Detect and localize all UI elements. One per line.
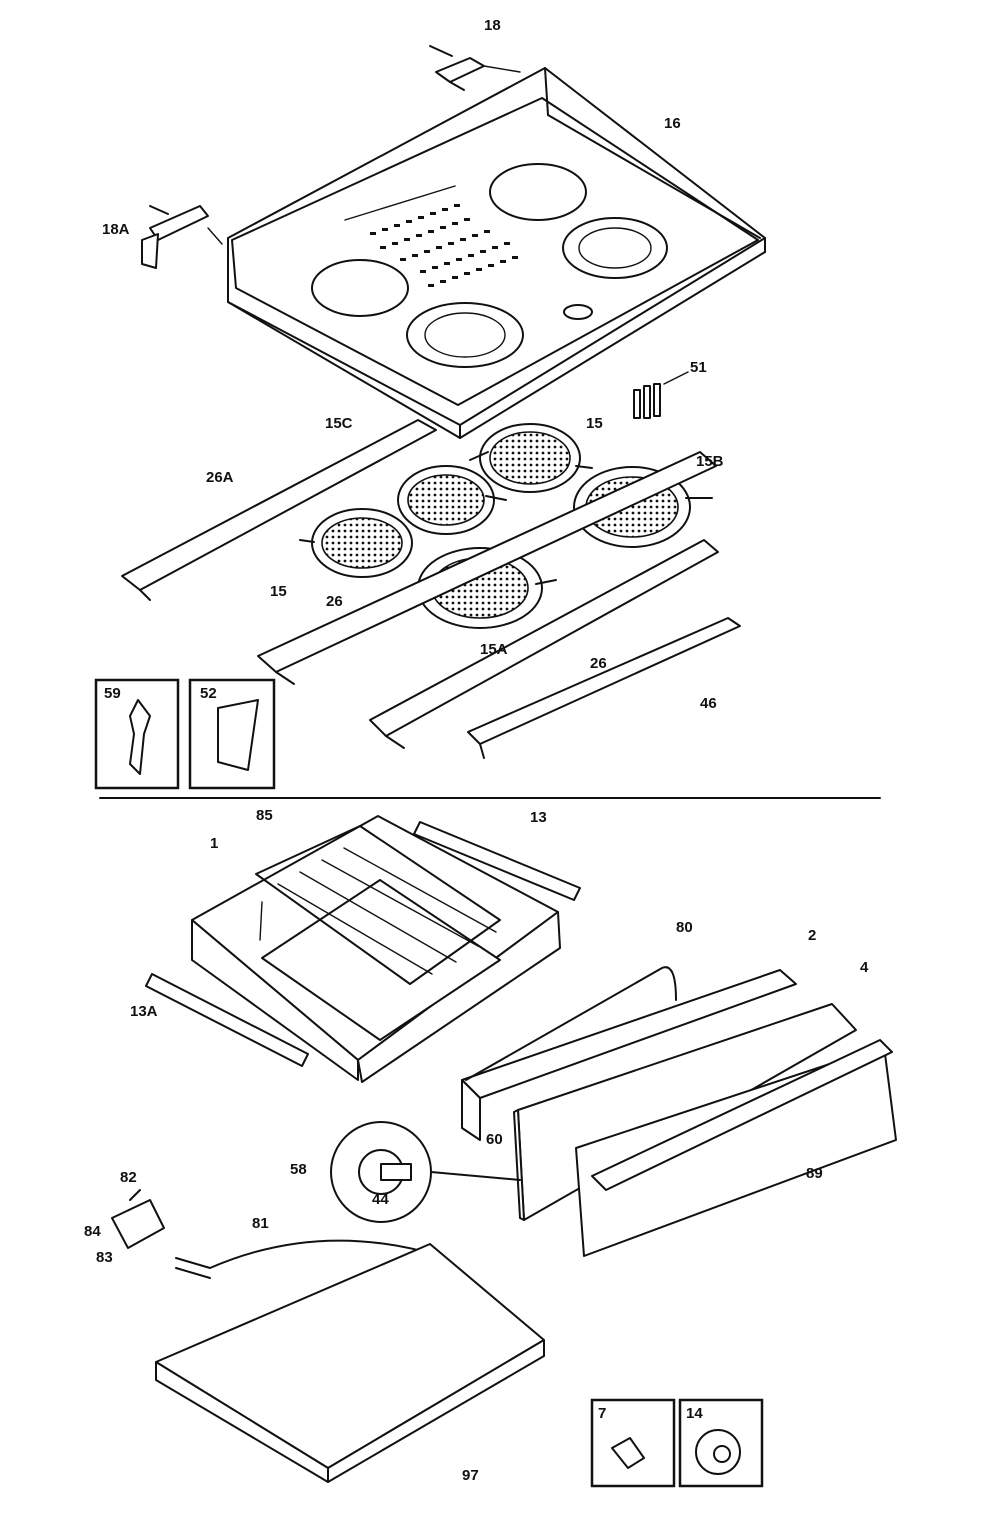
inset-box-7 xyxy=(590,1398,676,1488)
label-26a: 26A xyxy=(206,469,234,486)
drawer-slide-13 xyxy=(413,821,581,901)
label-15-top: 15 xyxy=(586,415,603,432)
handle-80 xyxy=(465,966,677,1081)
label-26-left: 26 xyxy=(326,593,343,610)
broiler-rack-85 xyxy=(255,825,501,985)
broiler-pan-1 xyxy=(191,815,561,1083)
label-51: 51 xyxy=(690,359,707,376)
support-rail-26-right xyxy=(369,539,719,749)
label-81: 81 xyxy=(252,1215,269,1232)
label-15c: 15C xyxy=(325,415,353,432)
drawer-slide-13a xyxy=(145,973,309,1067)
label-7: 7 xyxy=(598,1405,606,1422)
cooktop-glass-top xyxy=(227,67,766,439)
label-44: 44 xyxy=(372,1191,389,1208)
label-52: 52 xyxy=(200,685,217,702)
callout-labels: 18 16 18A 51 15C 15 15B 26A 15 26 15A 26… xyxy=(84,17,869,1484)
label-15-left: 15 xyxy=(270,583,287,600)
terminal-block-82 xyxy=(111,1189,165,1249)
label-18: 18 xyxy=(484,17,501,34)
label-80: 80 xyxy=(676,919,693,936)
cooktop-bracket-18a xyxy=(141,205,223,269)
inset-box-14 xyxy=(678,1398,764,1488)
label-58: 58 xyxy=(290,1161,307,1178)
inset-box-52 xyxy=(188,678,276,790)
label-13a: 13A xyxy=(130,1003,158,1020)
label-15a: 15A xyxy=(480,641,508,658)
surface-element-15c xyxy=(397,465,507,535)
label-14: 14 xyxy=(686,1405,703,1422)
label-15b: 15B xyxy=(696,453,724,470)
support-rail-26a xyxy=(121,419,437,601)
label-82: 82 xyxy=(120,1169,137,1186)
drawer-frame-2 xyxy=(461,969,797,1141)
oven-bottom-97 xyxy=(155,1243,545,1483)
label-85: 85 xyxy=(256,807,273,824)
surface-element-15-left xyxy=(299,508,413,578)
label-84: 84 xyxy=(84,1223,101,1240)
label-89: 89 xyxy=(806,1165,823,1182)
label-18a: 18A xyxy=(102,221,130,238)
support-rail-26-left xyxy=(257,451,717,685)
label-46: 46 xyxy=(700,695,717,712)
inset-circle-44 xyxy=(330,1121,521,1223)
label-4: 4 xyxy=(860,959,869,976)
label-97: 97 xyxy=(462,1467,479,1484)
label-16: 16 xyxy=(664,115,681,132)
label-60: 60 xyxy=(486,1131,503,1148)
label-2: 2 xyxy=(808,927,816,944)
surface-element-15-top xyxy=(469,423,593,493)
label-1: 1 xyxy=(210,835,218,852)
trim-strip-46 xyxy=(467,617,741,759)
cooktop-bracket-18 xyxy=(429,45,521,91)
terminal-clips-51 xyxy=(633,371,689,419)
inset-box-59 xyxy=(94,678,180,790)
label-26-right: 26 xyxy=(590,655,607,672)
label-13: 13 xyxy=(530,809,547,826)
label-83: 83 xyxy=(96,1249,113,1266)
drawer-front-89 xyxy=(575,1039,897,1257)
label-59: 59 xyxy=(104,685,121,702)
